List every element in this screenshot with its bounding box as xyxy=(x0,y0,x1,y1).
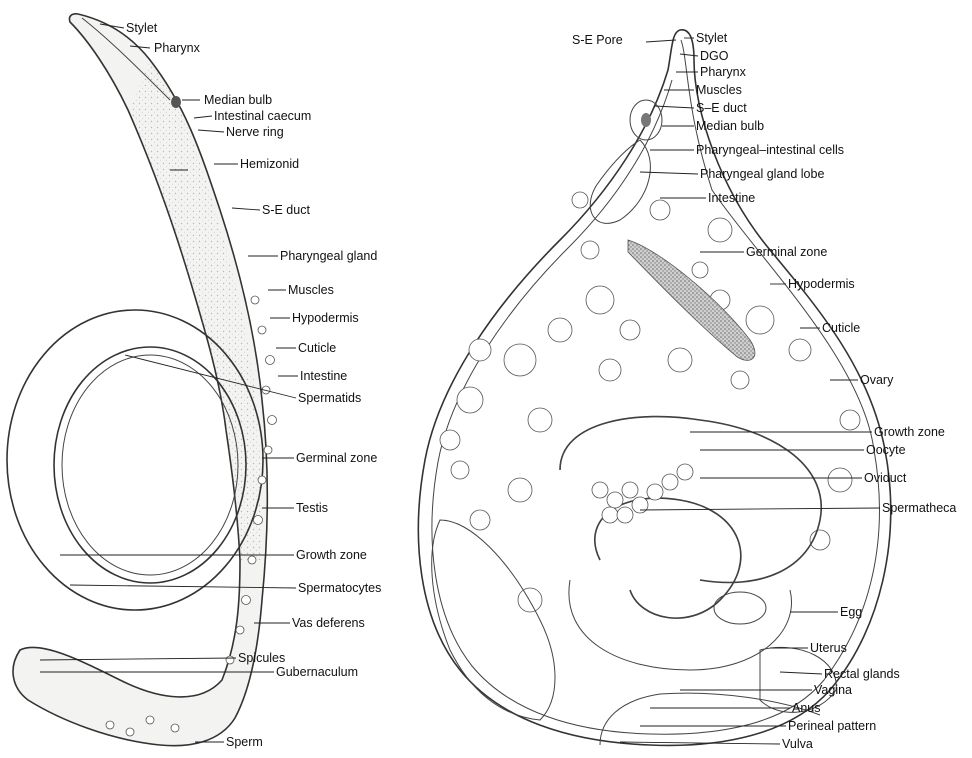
label-female-egg: Egg xyxy=(840,605,862,619)
female-lower-left-cells xyxy=(432,520,555,720)
label-female-ovary: Ovary xyxy=(860,373,894,387)
label-male-intestinal-caecum: Intestinal caecum xyxy=(214,109,311,123)
female-egg xyxy=(714,592,766,624)
label-female-pharynx: Pharynx xyxy=(700,65,747,79)
label-male-pharynx: Pharynx xyxy=(154,41,201,55)
label-male-spermatocytes: Spermatocytes xyxy=(298,581,381,595)
label-female-perineal-pattern: Perineal pattern xyxy=(788,719,876,733)
label-male-germinal-zone: Germinal zone xyxy=(296,451,377,465)
female-uterus-loop xyxy=(569,580,792,670)
label-female-uterus: Uterus xyxy=(810,641,847,655)
label-female-stylet: Stylet xyxy=(696,31,728,45)
label-female-vagina: Vagina xyxy=(814,683,852,697)
label-male-spicules: Spicules xyxy=(238,651,285,665)
label-male-vas-deferens: Vas deferens xyxy=(292,616,365,630)
female-oocyte-cluster xyxy=(592,464,693,523)
label-female-dgo: DGO xyxy=(700,49,729,63)
label-male-spermatids: Spermatids xyxy=(298,391,361,405)
label-female-anus: Anus xyxy=(792,701,821,715)
label-male-cuticle: Cuticle xyxy=(298,341,336,355)
label-male-nerve-ring: Nerve ring xyxy=(226,125,284,139)
female-germinal-zone xyxy=(628,240,755,360)
label-male-sperm: Sperm xyxy=(226,735,263,749)
label-male-muscles: Muscles xyxy=(288,283,334,297)
label-female-oocyte: Oocyte xyxy=(866,443,906,457)
label-female-oviduct: Oviduct xyxy=(864,471,907,485)
label-female-median-bulb: Median bulb xyxy=(696,119,764,133)
label-male-hypodermis: Hypodermis xyxy=(292,311,359,325)
label-female-growth-zone: Growth zone xyxy=(874,425,945,439)
label-female-muscles: Muscles xyxy=(696,83,742,97)
label-female-se-duct: S–E duct xyxy=(696,101,747,115)
female-nematode xyxy=(418,30,890,746)
label-female-pharyngeal-gland-lobe: Pharyngeal gland lobe xyxy=(700,167,824,181)
label-male-gubernaculum: Gubernaculum xyxy=(276,665,358,679)
label-female-se-pore: S-E Pore xyxy=(572,33,623,47)
male-nematode xyxy=(7,14,277,746)
label-male-se-duct: S-E duct xyxy=(262,203,310,217)
male-median-bulb xyxy=(171,96,181,108)
label-male-intestine: Intestine xyxy=(300,369,347,383)
label-male-pharyngeal-gland: Pharyngeal gland xyxy=(280,249,377,263)
label-female-hypodermis: Hypodermis xyxy=(788,277,855,291)
label-male-median-bulb: Median bulb xyxy=(204,93,272,107)
label-female-intestine: Intestine xyxy=(708,191,755,205)
label-male-growth-zone: Growth zone xyxy=(296,548,367,562)
label-female-spermatheca: Spermatheca xyxy=(882,501,956,515)
label-female-vulva: Vulva xyxy=(782,737,813,751)
label-male-hemizonid: Hemizonid xyxy=(240,157,299,171)
label-male-stylet: Stylet xyxy=(126,21,158,35)
label-female-pharyngeal-intestinal-cells: Pharyngeal–intestinal cells xyxy=(696,143,844,157)
label-female-cuticle: Cuticle xyxy=(822,321,860,335)
label-male-testis: Testis xyxy=(296,501,328,515)
label-female-rectal-glands: Rectal glands xyxy=(824,667,900,681)
male-loop-inner2 xyxy=(62,355,238,575)
label-female-germinal-zone: Germinal zone xyxy=(746,245,827,259)
female-labels: S-E Pore Stylet DGO Pharynx Muscles S–E … xyxy=(572,31,956,751)
